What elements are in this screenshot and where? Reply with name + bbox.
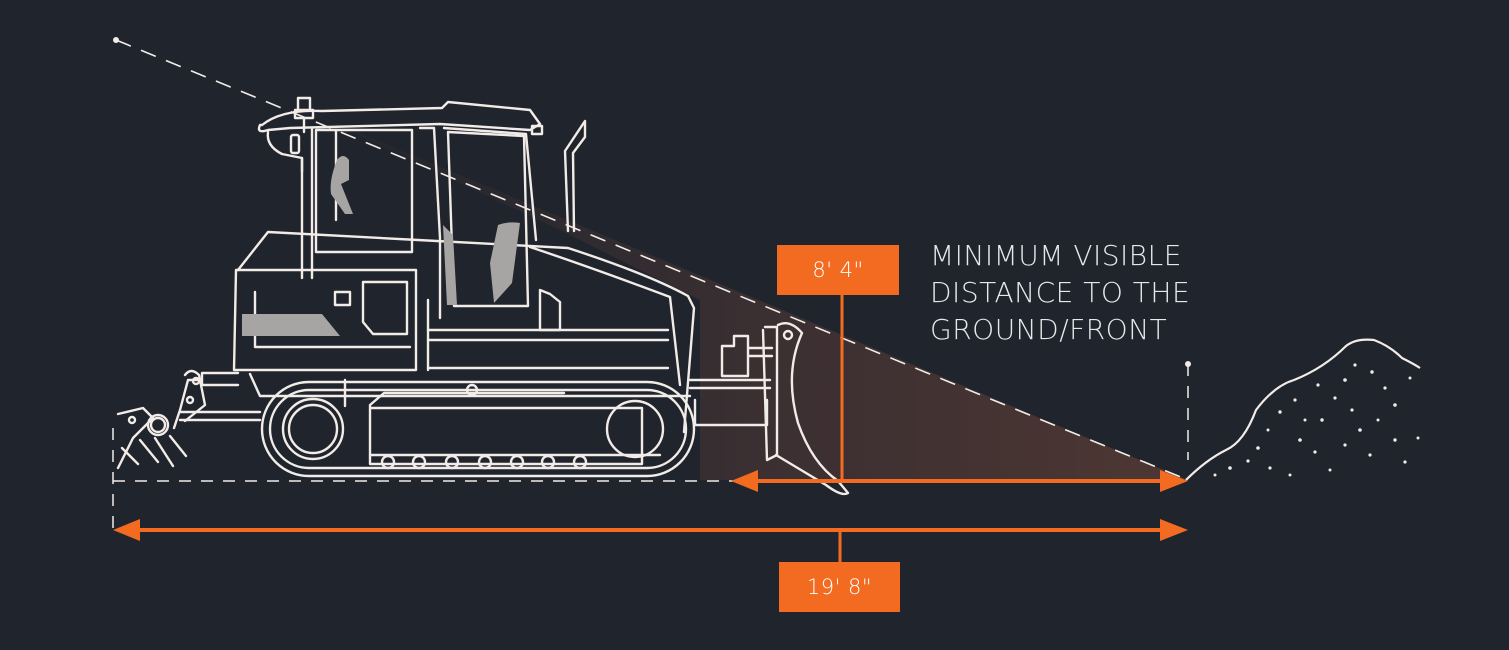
right-marker	[1185, 361, 1191, 460]
diagram-caption: MINIMUM VISIBLE DISTANCE TO THE GROUND/F…	[930, 237, 1190, 348]
total-distance-dimension	[113, 519, 1188, 562]
min-visible-distance-value: 8' 4"	[812, 258, 864, 282]
min-distance-dimension	[731, 295, 1188, 492]
total-distance-value: 19' 8"	[806, 575, 873, 599]
bulldozer-illustration	[116, 96, 850, 496]
caption-line-2: DISTANCE TO THE	[930, 276, 1191, 309]
blind-zone-shade	[300, 108, 1188, 480]
total-distance-label: 19' 8"	[779, 562, 900, 612]
caption-line-1: MINIMUM VISIBLE	[930, 239, 1182, 272]
material-pile	[1185, 338, 1421, 481]
min-visible-distance-label: 8' 4"	[777, 245, 899, 295]
caption-line-3: GROUND/FRONT	[930, 313, 1168, 346]
cab-fills	[242, 156, 520, 336]
